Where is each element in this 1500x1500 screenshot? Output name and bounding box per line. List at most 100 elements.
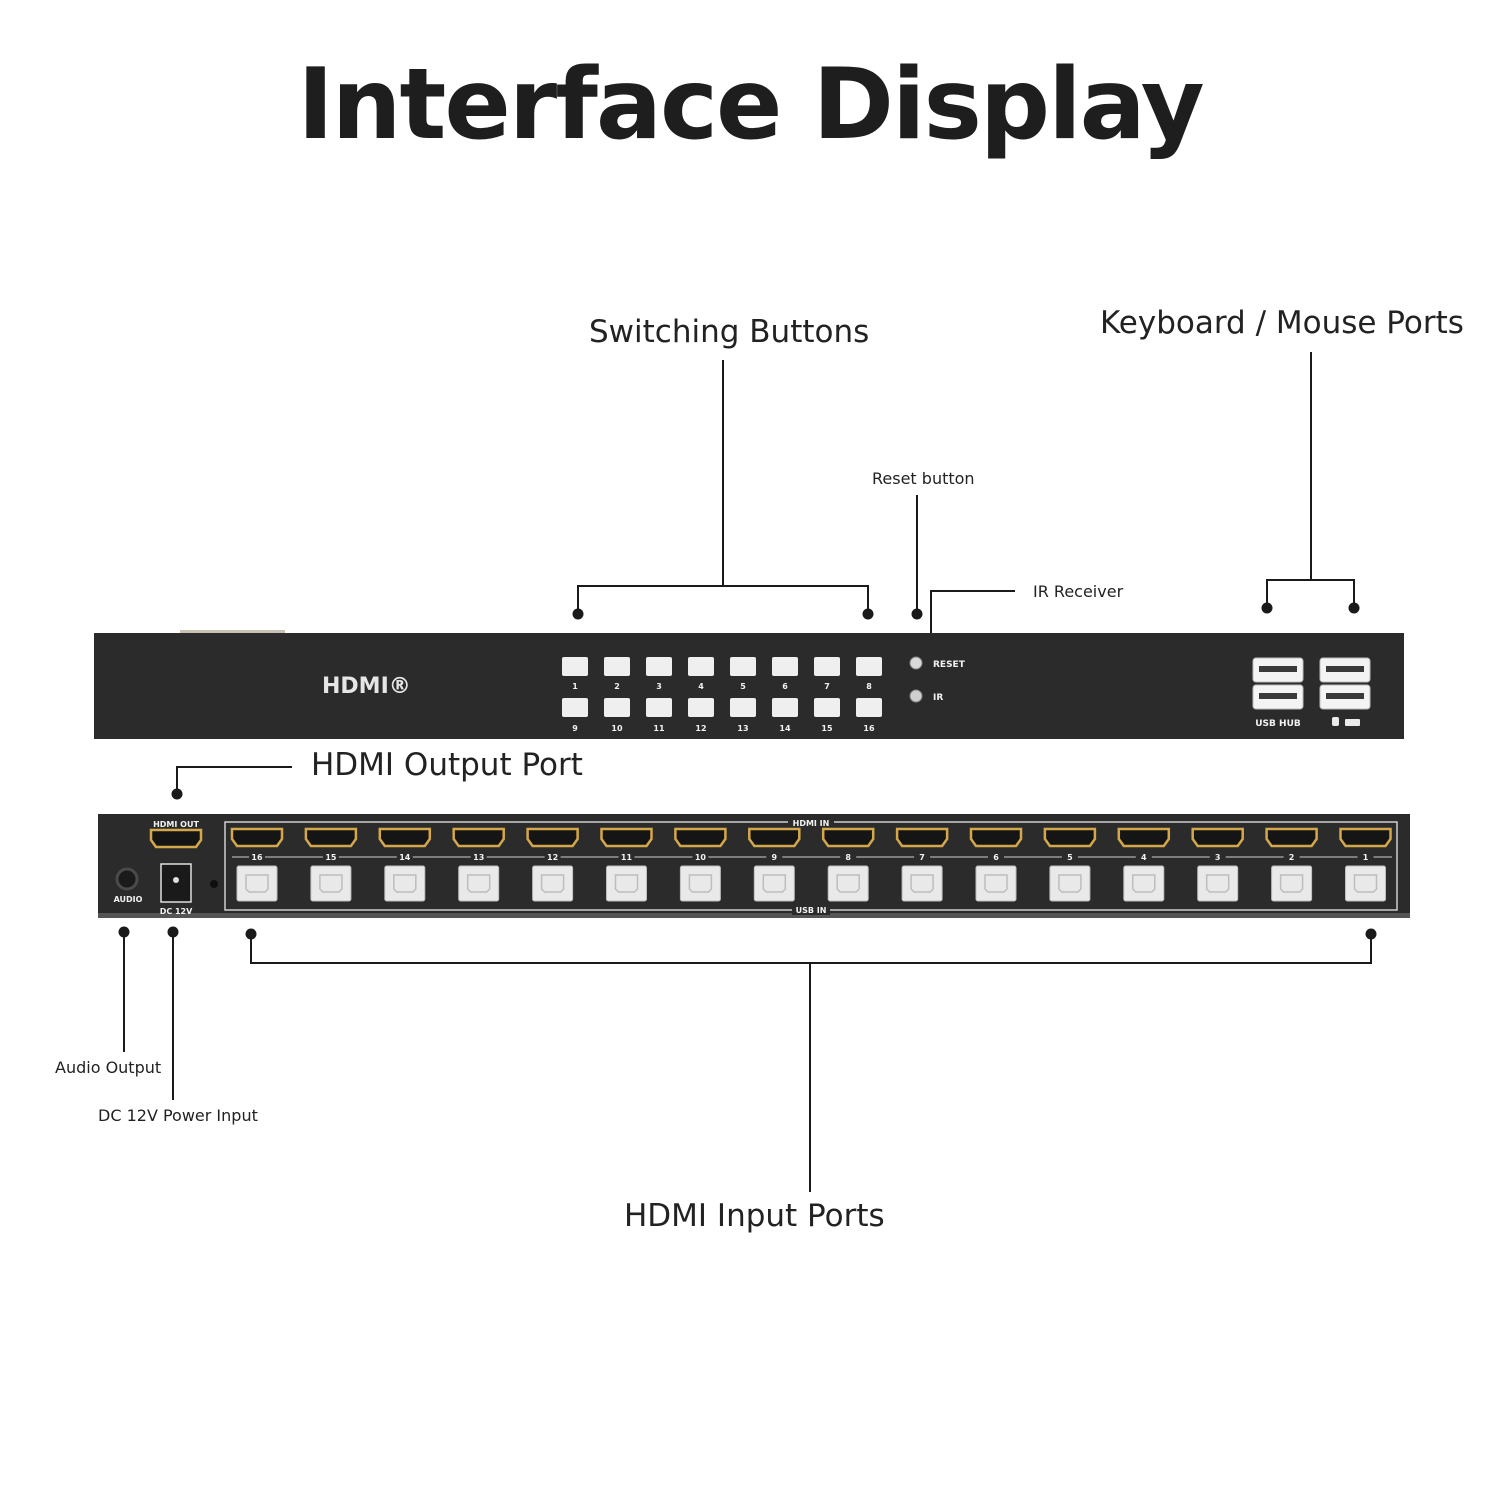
callout-lines (118, 352, 1377, 1192)
switch-button-2[interactable] (604, 657, 630, 676)
hdmi-input-port-10[interactable] (674, 827, 727, 848)
dc-jack-pin (173, 877, 179, 883)
usb-in-text: USB IN (796, 906, 827, 915)
switch-button-number: 7 (824, 682, 830, 691)
usb-port-tongue (1326, 666, 1364, 672)
label-dc-power-input: DC 12V Power Input (98, 1106, 258, 1125)
switch-button-5[interactable] (730, 657, 756, 676)
switch-button-number: 13 (737, 724, 748, 733)
hdmi-input-port-6[interactable] (969, 827, 1023, 848)
usb-in-port-14[interactable] (384, 865, 426, 902)
switch-button-14[interactable] (772, 698, 798, 717)
port-number-bg (544, 853, 561, 861)
hdmi-input-port-9[interactable] (748, 827, 801, 848)
usb-in-port-7[interactable] (901, 865, 943, 902)
switch-button-13[interactable] (730, 698, 756, 717)
hdmi-input-port-7[interactable] (895, 827, 949, 848)
usb-in-port-11[interactable] (606, 865, 647, 902)
usb-in-port-15[interactable] (310, 865, 352, 902)
hdmi-input-port-14[interactable] (378, 827, 432, 848)
hdmi-input-port-15[interactable] (304, 827, 358, 848)
ir-text: IR (933, 693, 943, 703)
usb-in-port-5[interactable] (1049, 865, 1091, 902)
rear-panel-shadow (98, 913, 1410, 918)
hdmi-input-port-8[interactable] (821, 827, 875, 848)
switch-button-7[interactable] (814, 657, 840, 676)
switch-button-9[interactable] (562, 698, 588, 717)
switch-button-number: 6 (782, 682, 788, 691)
switch-button-8[interactable] (856, 657, 882, 676)
hdmi-input-port-3[interactable] (1191, 827, 1244, 848)
usb-in-port-1[interactable] (1345, 865, 1386, 902)
switch-button-number: 5 (740, 682, 746, 691)
usb-in-port-4[interactable] (1123, 865, 1165, 902)
usb-b-outline (466, 874, 491, 893)
usb-b-outline (1353, 874, 1378, 893)
port-number: 15 (325, 853, 337, 862)
hdmi-input-port-12[interactable] (526, 827, 579, 848)
label-hdmi-output-port: HDMI Output Port (311, 747, 583, 783)
port-number: 1 (1363, 853, 1369, 862)
switch-button-10[interactable] (604, 698, 630, 717)
hdmi-input-port-1[interactable] (1339, 827, 1392, 848)
switch-button-15[interactable] (814, 698, 840, 717)
usb-in-port-16[interactable] (236, 865, 278, 902)
switch-button-6[interactable] (772, 657, 798, 676)
hdmi-input-port-2[interactable] (1265, 827, 1318, 848)
usb-in-port-2[interactable] (1271, 865, 1313, 902)
label-keyboard-mouse-ports: Keyboard / Mouse Ports (1100, 305, 1464, 341)
switch-button-11[interactable] (646, 698, 672, 717)
hdmi-in-text: HDMI IN (793, 819, 830, 828)
usb-in-port-9[interactable] (753, 865, 795, 902)
port-number: 8 (845, 853, 851, 862)
switching-dot-right (862, 608, 874, 620)
switch-button-1[interactable] (562, 657, 588, 676)
label-reset-button: Reset button (872, 469, 975, 488)
port-number: 10 (695, 853, 707, 862)
hdmi-out-dot (171, 788, 183, 800)
switch-button-3[interactable] (646, 657, 672, 676)
usb-in-text-bg (792, 905, 830, 915)
switch-button-number: 10 (611, 724, 623, 733)
audio-dot (118, 926, 130, 938)
hdmi-logo: HDMI® (322, 674, 411, 699)
audio-text: AUDIO (114, 895, 143, 904)
usb-in-port-13[interactable] (458, 865, 500, 902)
usb-b-outline (1205, 874, 1230, 893)
switch-button-12[interactable] (688, 698, 714, 717)
hdmi-input-port-16[interactable] (230, 827, 284, 848)
switch-button-16[interactable] (856, 698, 882, 717)
usb-b-outline (762, 874, 787, 893)
port-number-bg (1283, 853, 1300, 861)
usb-in-port-3[interactable] (1197, 865, 1239, 902)
switch-button-number: 2 (614, 682, 620, 691)
port-number-bg (1209, 853, 1226, 861)
usb-b-outline (836, 874, 860, 893)
switch-button-4[interactable] (688, 657, 714, 676)
usb-in-port-6[interactable] (975, 865, 1017, 902)
hdmi-output-port[interactable] (149, 828, 203, 849)
switch-button-number: 14 (779, 724, 791, 733)
reset-button[interactable] (909, 656, 923, 670)
port-number-bg (914, 853, 931, 861)
hdmi-input-port-4[interactable] (1117, 827, 1171, 848)
hdmi-in-bracket (250, 934, 1372, 964)
usb-in-port-8[interactable] (827, 865, 869, 902)
hdmi-input-port-11[interactable] (600, 827, 653, 848)
hdmi-input-port-5[interactable] (1043, 827, 1097, 848)
label-audio-output: Audio Output (55, 1058, 162, 1077)
usb-in-port-12[interactable] (532, 865, 574, 902)
port-number: 4 (1141, 853, 1147, 862)
dc-text: DC 12V (160, 907, 193, 916)
hdmi-in-dot-left (245, 928, 257, 940)
usb-in-port-10[interactable] (679, 865, 721, 902)
switch-button-number: 1 (572, 682, 578, 691)
reset-text: RESET (933, 660, 966, 670)
front-panel-edge (180, 630, 285, 633)
audio-jack[interactable] (115, 867, 139, 891)
usb-hub-text: USB HUB (1255, 719, 1301, 729)
usb-b-outline (540, 874, 565, 893)
hdmi-input-port-13[interactable] (452, 827, 505, 848)
port-number: 6 (993, 853, 999, 862)
switching-dot-left (572, 608, 584, 620)
